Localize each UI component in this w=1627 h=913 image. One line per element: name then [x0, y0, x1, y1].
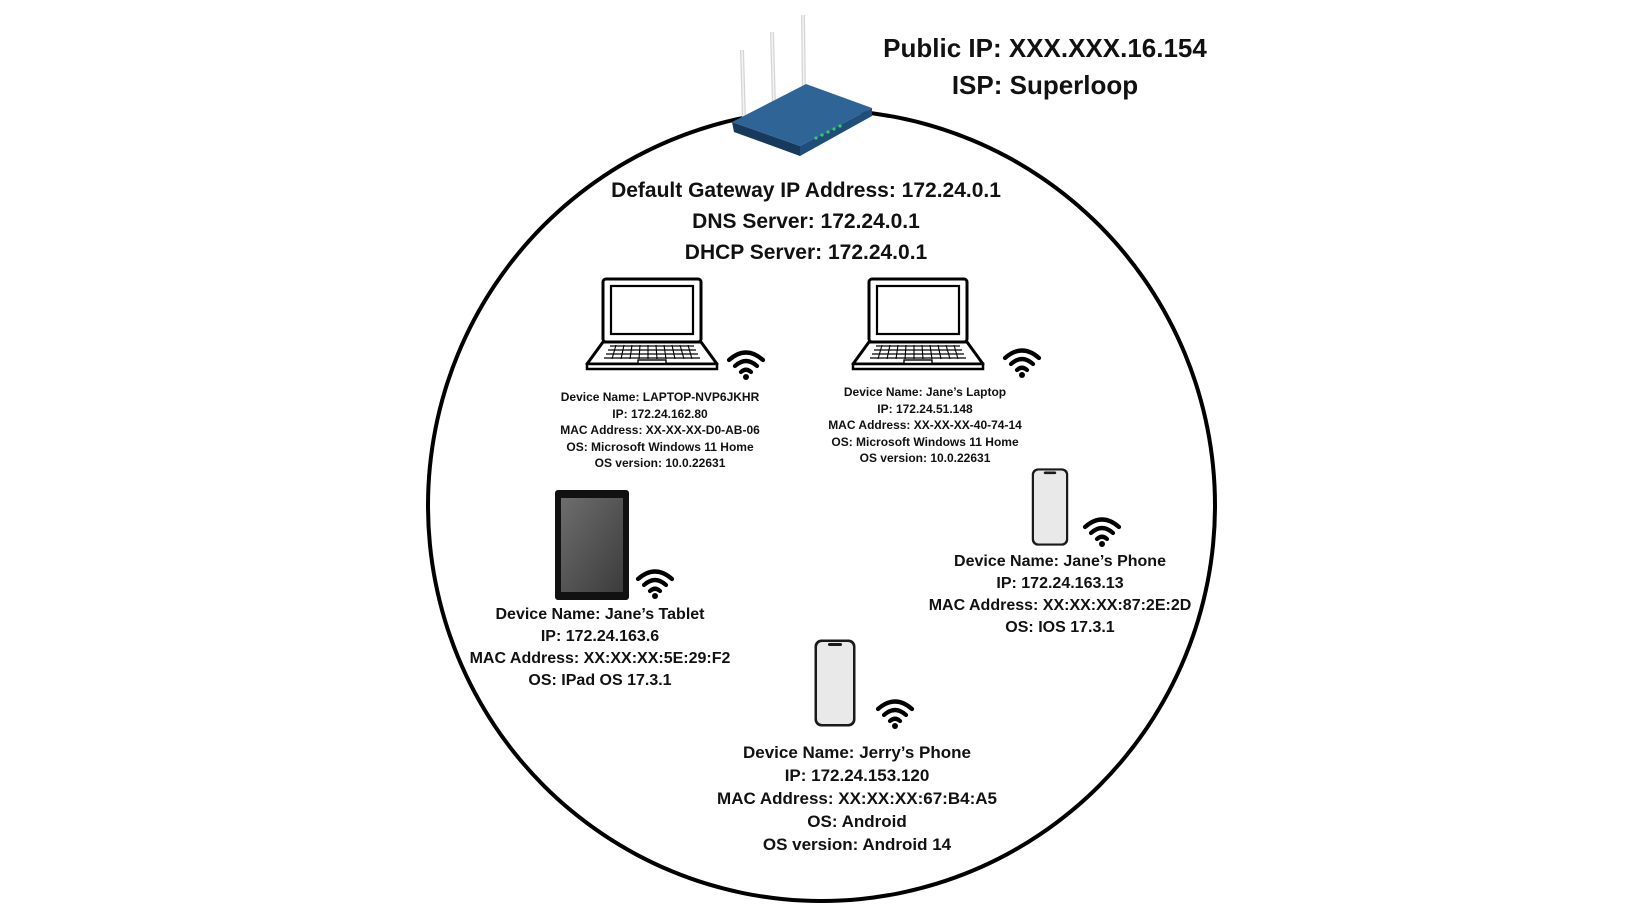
laptop-icon [584, 276, 720, 372]
default-gateway-label: Default Gateway IP Address: 172.24.0.1 [611, 179, 1001, 202]
smartphone-icon [813, 638, 857, 728]
router-icon [732, 14, 872, 156]
wifi-icon [1002, 345, 1042, 379]
device-ip: IP: 172.24.51.148 [877, 401, 973, 416]
network-info: Default Gateway IP Address: 172.24.0.1 D… [596, 175, 1016, 268]
wifi-icon [1082, 514, 1122, 548]
device-ip: IP: 172.24.162.80 [612, 406, 708, 421]
device-name: Device Name: Jane’s Phone [954, 553, 1166, 570]
device-ip: IP: 172.24.163.13 [996, 575, 1124, 592]
device-os-version: OS version: 10.0.22631 [594, 456, 726, 470]
device-mac: MAC Address: XX:XX:XX:67:B4:A5 [717, 789, 997, 808]
device-name: Device Name: Jerry’s Phone [742, 743, 972, 762]
device-ip: IP: 172.24.153.120 [784, 766, 930, 785]
device-info-tablet: Device Name: Jane’s Tablet IP: 172.24.16… [450, 604, 750, 692]
wifi-icon [875, 696, 915, 730]
device-name: Device Name: Jane’s Laptop [843, 385, 1007, 399]
wifi-icon [726, 347, 766, 381]
device-name: Device Name: Jane’s Tablet [495, 606, 705, 623]
device-mac: MAC Address: XX:XX:XX:5E:29:F2 [469, 650, 731, 667]
dhcp-server-label: DHCP Server: 172.24.0.1 [684, 241, 928, 264]
device-mac: MAC Address: XX-XX-XX-D0-AB-06 [560, 423, 760, 437]
isp-label: ISP: Superloop [951, 70, 1139, 100]
wifi-icon [635, 566, 675, 600]
device-os: OS: Android [807, 812, 907, 831]
dns-server-label: DNS Server: 172.24.0.1 [692, 210, 920, 233]
public-ip-label: Public IP: XXX.XXX.16.154 [883, 33, 1207, 63]
device-info-laptop1: Device Name: LAPTOP-NVP6JKHR IP: 172.24.… [530, 389, 790, 472]
device-ip: IP: 172.24.163.6 [540, 628, 660, 645]
device-os-version: OS version: Android 14 [762, 835, 952, 854]
laptop-icon [850, 276, 986, 372]
device-os-version: OS version: 10.0.22631 [859, 451, 991, 465]
tablet-icon [555, 490, 629, 600]
device-os: OS: IPad OS 17.3.1 [528, 672, 672, 689]
device-name: Device Name: LAPTOP-NVP6JKHR [560, 390, 760, 404]
device-os: OS: Microsoft Windows 11 Home [566, 439, 754, 454]
device-os: OS: IOS 17.3.1 [1005, 619, 1115, 636]
router-info: Public IP: XXX.XXX.16.154 ISP: Superloop [880, 30, 1210, 104]
device-info-jerry-phone: Device Name: Jerry’s Phone IP: 172.24.15… [707, 741, 1007, 856]
device-mac: MAC Address: XX:XX:XX:87:2E:2D [928, 597, 1192, 614]
device-os: OS: Microsoft Windows 11 Home [831, 434, 1019, 449]
device-info-laptop2: Device Name: Jane’s Laptop IP: 172.24.51… [795, 384, 1055, 467]
device-mac: MAC Address: XX-XX-XX-40-74-14 [828, 418, 1022, 432]
device-info-jane-phone: Device Name: Jane’s Phone IP: 172.24.163… [910, 551, 1210, 639]
smartphone-icon [1030, 467, 1070, 547]
